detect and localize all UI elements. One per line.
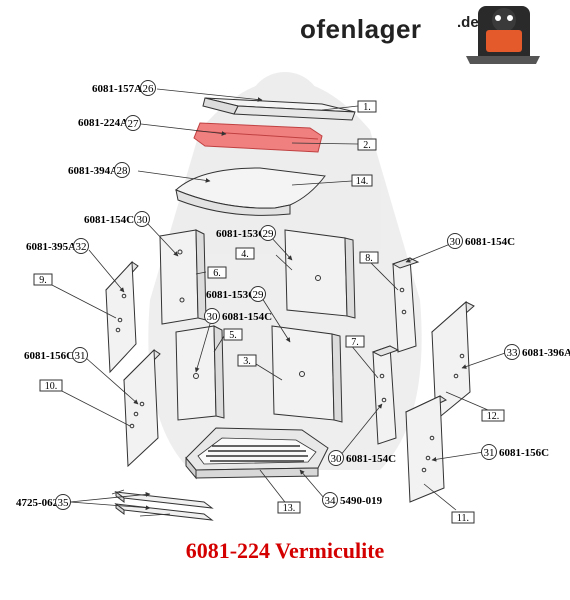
part-slab-27-highlighted bbox=[193, 122, 323, 153]
part-label-34: 34 5490-019 bbox=[322, 492, 383, 508]
position-box-4: 4. bbox=[235, 247, 255, 260]
position-box-10: 10. bbox=[39, 379, 63, 392]
svg-text:29: 29 bbox=[263, 228, 275, 240]
svg-text:30: 30 bbox=[331, 453, 343, 465]
part-panel-7 bbox=[371, 345, 400, 445]
svg-text:10.: 10. bbox=[45, 381, 58, 392]
part-label-33: 33 6081-396A bbox=[504, 344, 570, 360]
part-label-35: 4725-062 35 bbox=[16, 494, 71, 510]
svg-text:6081-224A: 6081-224A bbox=[78, 117, 128, 129]
svg-text:14.: 14. bbox=[356, 176, 369, 187]
svg-text:11.: 11. bbox=[457, 513, 469, 524]
svg-text:29: 29 bbox=[253, 289, 265, 301]
svg-text:30: 30 bbox=[207, 311, 219, 323]
part-panel-5 bbox=[175, 325, 225, 421]
svg-text:8.: 8. bbox=[365, 253, 373, 264]
part-label-29-b: 6081-153C 29 bbox=[206, 286, 266, 302]
part-label-26: 6081-157A 26 bbox=[92, 80, 156, 96]
svg-text:4.: 4. bbox=[241, 249, 249, 260]
svg-text:4725-062: 4725-062 bbox=[16, 497, 59, 509]
part-slab-26 bbox=[202, 97, 356, 121]
part-panel-3 bbox=[271, 325, 343, 423]
part-baffle-28 bbox=[175, 167, 326, 216]
svg-text:5490-019: 5490-019 bbox=[340, 495, 383, 507]
part-rails-35 bbox=[114, 491, 214, 521]
position-box-5: 5. bbox=[223, 328, 243, 341]
svg-text:31: 31 bbox=[75, 350, 86, 362]
svg-text:6081-154C: 6081-154C bbox=[84, 214, 134, 226]
position-box-13: 13. bbox=[277, 501, 301, 514]
svg-text:6081-157A: 6081-157A bbox=[92, 83, 142, 95]
part-label-30-b: 30 6081-154C bbox=[447, 233, 515, 249]
svg-text:6081-154C: 6081-154C bbox=[346, 453, 396, 465]
part-label-31-a: 6081-156C 31 bbox=[24, 347, 88, 363]
leader-lines bbox=[49, 88, 509, 517]
svg-text:12.: 12. bbox=[487, 411, 500, 422]
svg-text:6081-153C: 6081-153C bbox=[206, 289, 256, 301]
svg-text:5.: 5. bbox=[229, 330, 237, 341]
position-box-8: 8. bbox=[359, 251, 379, 264]
part-label-27: 6081-224A 27 bbox=[78, 115, 141, 131]
svg-text:6081-156C: 6081-156C bbox=[499, 447, 549, 459]
position-box-6: 6. bbox=[207, 266, 227, 279]
position-box-2: 2. bbox=[357, 138, 377, 151]
svg-text:3.: 3. bbox=[243, 356, 251, 367]
svg-text:34: 34 bbox=[325, 495, 337, 507]
brand-name: ofenlager bbox=[300, 14, 422, 44]
svg-text:13.: 13. bbox=[283, 503, 296, 514]
part-label-30-c: 30 6081-154C bbox=[204, 308, 272, 324]
part-label-30-d: 30 6081-154C bbox=[328, 450, 396, 466]
svg-text:6081-156C: 6081-156C bbox=[24, 350, 74, 362]
position-box-1: 1. bbox=[357, 100, 377, 113]
svg-text:30: 30 bbox=[450, 236, 462, 248]
svg-text:1.: 1. bbox=[363, 102, 371, 113]
part-label-32: 6081-395A 32 bbox=[26, 238, 89, 254]
position-box-12: 12. bbox=[481, 409, 505, 422]
position-box-3: 3. bbox=[237, 354, 257, 367]
svg-text:31: 31 bbox=[484, 447, 495, 459]
svg-text:6081-154C: 6081-154C bbox=[465, 236, 515, 248]
part-label-31-b: 31 6081-156C bbox=[481, 444, 549, 460]
part-panel-4 bbox=[284, 229, 356, 319]
svg-text:6081-153C: 6081-153C bbox=[216, 228, 266, 240]
ofenlager-logo-mascot bbox=[466, 6, 540, 64]
position-box-7: 7. bbox=[345, 335, 365, 348]
svg-text:6081-396A: 6081-396A bbox=[522, 347, 570, 359]
svg-text:35: 35 bbox=[58, 497, 70, 509]
svg-text:30: 30 bbox=[137, 214, 149, 226]
svg-text:9.: 9. bbox=[39, 275, 47, 286]
svg-text:32: 32 bbox=[76, 241, 87, 253]
part-label-30-a: 6081-154C 30 bbox=[84, 211, 150, 227]
part-panel-12 bbox=[431, 300, 475, 422]
svg-text:2.: 2. bbox=[363, 140, 371, 151]
product-caption: 6081-224 Vermiculite bbox=[185, 538, 385, 563]
position-box-9: 9. bbox=[33, 273, 53, 286]
part-panel-8 bbox=[391, 257, 420, 353]
svg-text:33: 33 bbox=[507, 347, 519, 359]
position-box-11: 11. bbox=[451, 511, 475, 524]
svg-text:6081-395A: 6081-395A bbox=[26, 241, 76, 253]
svg-text:6081-394A: 6081-394A bbox=[68, 165, 118, 177]
svg-text:26: 26 bbox=[143, 83, 155, 95]
brand-tld: .de bbox=[457, 14, 479, 31]
part-panel-11 bbox=[404, 395, 448, 503]
svg-text:6081-154C: 6081-154C bbox=[222, 311, 272, 323]
part-grate-tray-13 bbox=[185, 427, 329, 480]
part-panel-6 bbox=[159, 229, 207, 325]
position-box-14: 14. bbox=[351, 174, 373, 187]
svg-text:28: 28 bbox=[117, 165, 129, 177]
part-label-28: 6081-394A 28 bbox=[68, 162, 130, 178]
svg-text:7.: 7. bbox=[351, 337, 359, 348]
svg-text:6.: 6. bbox=[213, 268, 221, 279]
part-panel-9 bbox=[105, 260, 139, 374]
svg-text:27: 27 bbox=[128, 118, 140, 130]
part-panel-10 bbox=[123, 348, 161, 468]
part-label-29-a: 6081-153C 29 bbox=[216, 225, 276, 241]
